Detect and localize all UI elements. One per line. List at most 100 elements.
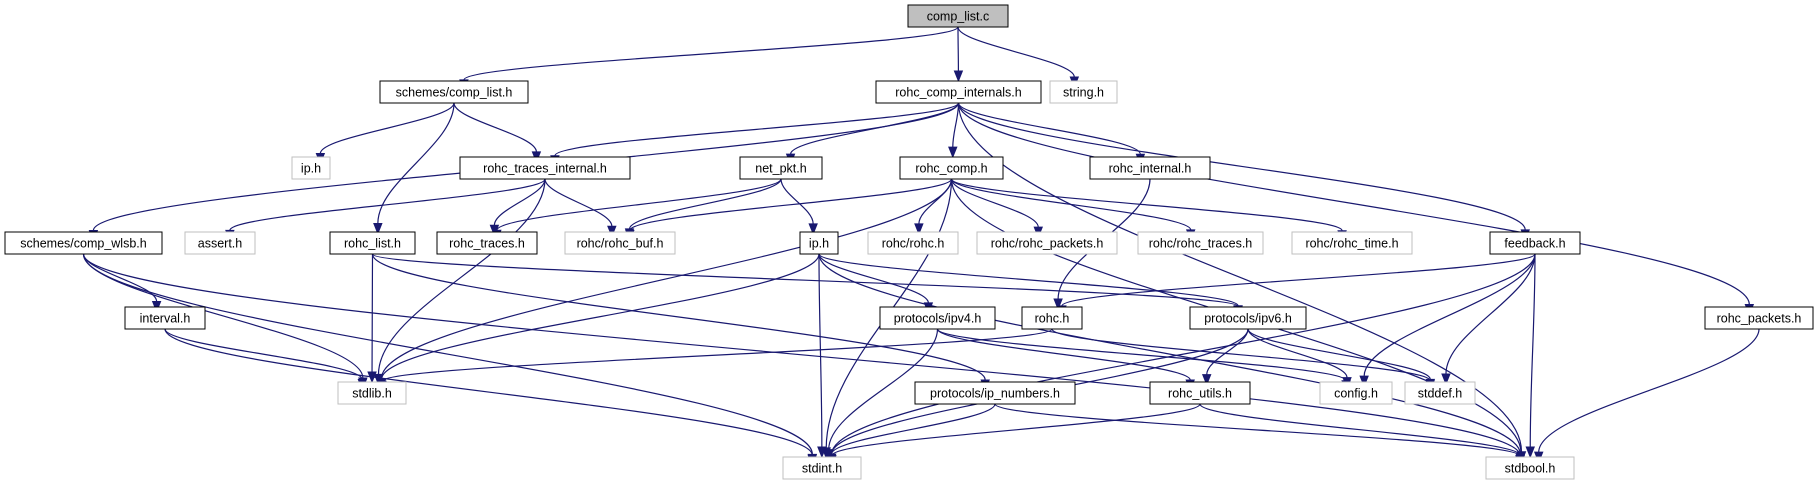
node-rohc-comp-h[interactable]: rohc_comp.h	[899, 156, 1004, 180]
dependency-edge-rohc_comp_h-to-rohc_buf_h	[625, 178, 953, 242]
edge-line	[780, 178, 814, 224]
edge-line	[957, 102, 1750, 305]
arrowhead-icon	[948, 146, 958, 159]
edge-line	[82, 253, 813, 455]
arrowhead-icon	[607, 225, 617, 238]
node-label: stdint.h	[802, 462, 842, 476]
node-label: interval.h	[140, 312, 191, 326]
edge-line	[496, 178, 782, 231]
edge-line	[493, 178, 546, 226]
dependency-edge-rohc_list_h-to-protocols_ipv6_h	[371, 253, 1243, 318]
node-label: stdbool.h	[1505, 462, 1556, 476]
node-box	[907, 4, 1009, 28]
node-rohc-h[interactable]: rohc.h	[1021, 306, 1083, 330]
dependency-edge-comp_list_c-to-rohc_comp_internals_h	[953, 26, 964, 83]
dependency-edge-comp_list_c-to-schemes_comp_list_h	[459, 26, 959, 92]
node-comp-list-c[interactable]: comp_list.c	[907, 4, 1009, 28]
edge-line	[164, 328, 363, 380]
dependency-edge-rohc_comp_internals_h-to-stdbool_h	[957, 102, 1527, 464]
dependency-edge-net_pkt_h-to-ip_h	[780, 178, 818, 236]
node-label: rohc_comp.h	[915, 162, 987, 176]
dependency-edge-rohc_comp_internals_h-to-rohc_comp_h	[948, 102, 960, 159]
node-label: protocols/ipv6.h	[1204, 312, 1292, 326]
arrowhead-icon	[953, 70, 964, 83]
dependency-edge-rohc_list_h-to-stdlib_h	[367, 253, 377, 384]
node-feedback-h[interactable]: feedback.h	[1489, 231, 1581, 255]
node-net-pkt-h[interactable]: net_pkt.h	[739, 156, 823, 180]
node-schemes-comp-list-h[interactable]: schemes/comp_list.h	[379, 80, 529, 104]
node-box	[1021, 306, 1083, 330]
node-rohc-utils-h[interactable]: rohc_utils.h	[1149, 381, 1251, 405]
edge-line	[830, 403, 996, 455]
node-box	[1489, 231, 1581, 255]
node-config-h: config.h	[1319, 381, 1393, 405]
edge-line	[831, 403, 1201, 457]
dependency-edge-protocols_ip_numbers_h-to-stdbool_h	[994, 403, 1525, 468]
edge-line	[463, 26, 959, 81]
dependency-edge-rohc_traces_internal_h-to-stdlib_h	[373, 178, 546, 386]
node-label: rohc_internal.h	[1109, 162, 1192, 176]
node-label: assert.h	[198, 237, 243, 251]
node-rohc-list-h[interactable]: rohc_list.h	[329, 231, 416, 255]
node-stdbool-h: stdbool.h	[1485, 456, 1575, 480]
node-box	[1189, 306, 1307, 330]
node-box	[1485, 456, 1575, 480]
node-box	[337, 381, 407, 405]
arrowhead-icon	[1201, 374, 1212, 386]
node-schemes-comp-wlsb-h[interactable]: schemes/comp_wlsb.h	[4, 231, 163, 255]
dependency-edge-net_pkt_h-to-rohc_traces_h	[492, 178, 782, 242]
dependency-edge-rohc_packets_h-to-stdbool_h	[1533, 328, 1760, 464]
edge-line	[1247, 328, 1348, 378]
dependency-edge-protocols_ipv6_h-to-stddef_h	[1247, 328, 1436, 391]
node-label: schemes/comp_wlsb.h	[20, 237, 146, 251]
node-box	[879, 306, 996, 330]
edge-line	[1529, 253, 1536, 448]
node-rohc-comp-internals-h[interactable]: rohc_comp_internals.h	[875, 80, 1042, 104]
node-label: rohc_comp_internals.h	[895, 86, 1022, 100]
node-stdint-h: stdint.h	[782, 456, 862, 480]
node-ip-h[interactable]: ip.h	[799, 231, 839, 255]
node-label: stddef.h	[1418, 387, 1463, 401]
arrowhead-icon	[808, 223, 818, 236]
node-box	[1319, 381, 1393, 405]
node-rohc-traces-internal-h[interactable]: rohc_traces_internal.h	[459, 156, 631, 180]
nodes-layer: comp_list.c schemes/comp_list.h rohc_comp_…	[4, 4, 1814, 480]
node-ip-h-ext: ip.h	[291, 156, 331, 180]
node-protocols-ip-numbers-h[interactable]: protocols/ip_numbers.h	[914, 381, 1076, 405]
node-label: ip.h	[809, 237, 829, 251]
dependency-edge-rohc_traces_internal_h-to-rohc_traces_h	[489, 178, 546, 237]
node-box	[1137, 231, 1264, 255]
edge-line	[381, 328, 1053, 382]
node-assert-h: assert.h	[184, 231, 256, 255]
edge-line	[544, 178, 613, 227]
edge-line	[319, 102, 455, 154]
edge-line	[818, 253, 929, 304]
node-label: comp_list.c	[927, 10, 990, 24]
node-label: rohc_utils.h	[1168, 387, 1232, 401]
node-box	[899, 156, 1004, 180]
edge-line	[1247, 328, 1431, 380]
dependency-edge-rohc_comp_internals_h-to-net_pkt_h	[785, 102, 960, 166]
node-protocols-ipv6-h[interactable]: protocols/ipv6.h	[1189, 306, 1307, 330]
node-rohc-buf-h: rohc/rohc_buf.h	[564, 231, 676, 255]
node-box	[564, 231, 676, 255]
node-label: string.h	[1063, 86, 1104, 100]
edge-line	[957, 26, 1075, 78]
node-rohc-internal-h[interactable]: rohc_internal.h	[1089, 156, 1211, 180]
node-box	[124, 306, 206, 330]
node-rohc-packets-h[interactable]: rohc_packets.h	[1704, 306, 1814, 330]
edge-line	[377, 102, 455, 224]
node-interval-h[interactable]: interval.h	[124, 306, 206, 330]
node-label: rohc_list.h	[344, 237, 401, 251]
dependency-edge-rohc_comp_internals_h-to-rohc_internal_h	[957, 102, 1146, 166]
node-protocols-ipv4-h[interactable]: protocols/ipv4.h	[879, 306, 996, 330]
node-rohc-traces-h[interactable]: rohc_traces.h	[436, 231, 538, 255]
edge-line	[1538, 328, 1760, 453]
node-box	[782, 456, 862, 480]
node-box	[459, 156, 631, 180]
dependency-edge-ip_h-to-stdint_h	[817, 253, 827, 459]
node-box	[1291, 231, 1413, 255]
edge-line	[936, 328, 1191, 381]
node-label: rohc/rohc_traces.h	[1149, 237, 1253, 251]
node-box	[1049, 80, 1118, 104]
